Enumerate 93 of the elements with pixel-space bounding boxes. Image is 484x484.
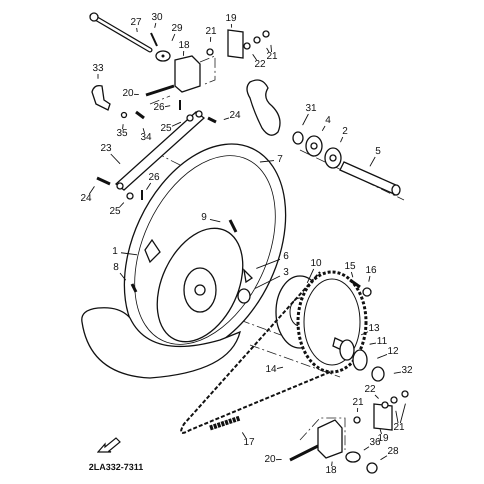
leader-line (331, 461, 333, 466)
leader-line (369, 342, 376, 345)
callout-number: 34 (140, 133, 152, 143)
callout-number: 8 (110, 263, 122, 273)
leader-line (172, 34, 176, 42)
leader-line (350, 272, 354, 278)
leader-line (266, 48, 270, 52)
callout-number: 23 (100, 144, 112, 154)
leader-line (302, 114, 309, 126)
leader-line (306, 268, 314, 284)
leader-line (119, 202, 124, 208)
callout-number: 21 (266, 52, 278, 62)
leader-line (88, 186, 95, 194)
callout-number: 18 (178, 41, 190, 51)
callout-number: 21 (393, 423, 405, 433)
callout-number: 10 (310, 259, 322, 269)
leader-line (363, 446, 370, 451)
leader-line (142, 128, 145, 134)
leader-line (146, 182, 152, 190)
leader-line (380, 455, 388, 460)
leader-line (110, 154, 121, 164)
callout-number: 20 (264, 455, 276, 465)
callout-number: 12 (387, 347, 399, 357)
leader-line (252, 54, 258, 60)
callout-number: 9 (198, 213, 210, 223)
callout-number: 21 (205, 27, 217, 37)
callout-number: 22 (254, 60, 266, 70)
callout-number: 4 (322, 116, 334, 126)
leader-line (276, 366, 284, 370)
leader-line (395, 410, 399, 424)
leader-line (223, 117, 230, 120)
callout-number: 33 (92, 64, 104, 74)
leader-line (374, 394, 380, 400)
leader-line (134, 94, 140, 96)
callout-number: 18 (325, 466, 337, 476)
callout-number: 32 (401, 366, 413, 376)
callout-number: 27 (130, 18, 142, 28)
leader-line (120, 272, 126, 281)
leader-line (393, 372, 402, 374)
leader-line (360, 331, 368, 336)
callout-number: 1 (109, 247, 121, 257)
leader-line (242, 432, 246, 438)
leader-line (210, 218, 221, 222)
callout-number: 24 (229, 111, 241, 121)
callout-number: 13 (368, 324, 380, 334)
leader-line (380, 428, 382, 434)
leader-line (270, 44, 272, 52)
leader-line (260, 160, 274, 162)
callout-number: 16 (365, 266, 377, 276)
callout-number: 20 (122, 89, 134, 99)
leader-line (136, 28, 138, 32)
callout-number: 36 (369, 438, 381, 448)
callout-number: 29 (171, 24, 183, 34)
callout-number: 31 (305, 104, 317, 114)
callout-number: 17 (243, 438, 255, 448)
callout-number: 2 (339, 127, 351, 137)
callout-number: 3 (280, 268, 292, 278)
leader-line (356, 408, 358, 412)
callout-number: 21 (352, 398, 364, 408)
callout-number: 35 (116, 129, 128, 139)
callout-number: 25 (160, 124, 172, 134)
callout-number: 26 (148, 173, 160, 183)
callout-number: 19 (225, 14, 237, 24)
leader-line (164, 105, 171, 108)
callout-number: 5 (372, 147, 384, 157)
callout-number: 11 (376, 337, 388, 347)
part-code: 2LA332-7311 (88, 462, 144, 473)
callout-number: 14 (265, 365, 277, 375)
leader-line (276, 458, 282, 460)
leader-line (122, 124, 124, 130)
leader-line (340, 136, 344, 143)
callout-number: 25 (109, 207, 121, 217)
leader-line (368, 276, 370, 282)
leader-line (230, 24, 232, 28)
leader-line (254, 276, 280, 289)
callout-number: 24 (80, 194, 92, 204)
leader-line (120, 252, 138, 256)
callout-number: 15 (344, 262, 356, 272)
leader-line (322, 126, 326, 132)
callout-number: 26 (153, 103, 165, 113)
callout-number: 28 (387, 447, 399, 457)
leader-line (182, 50, 184, 56)
leader-line (256, 258, 280, 269)
leader-line (172, 122, 182, 127)
leader-line (400, 403, 406, 424)
callout-number: 6 (280, 252, 292, 262)
callout-number: 7 (274, 155, 286, 165)
leader-line (376, 354, 388, 359)
callout-number: 22 (364, 385, 376, 395)
leader-line (210, 36, 212, 42)
leader-line (369, 156, 376, 167)
leader-line (154, 22, 156, 28)
callout-number: 30 (151, 13, 163, 23)
